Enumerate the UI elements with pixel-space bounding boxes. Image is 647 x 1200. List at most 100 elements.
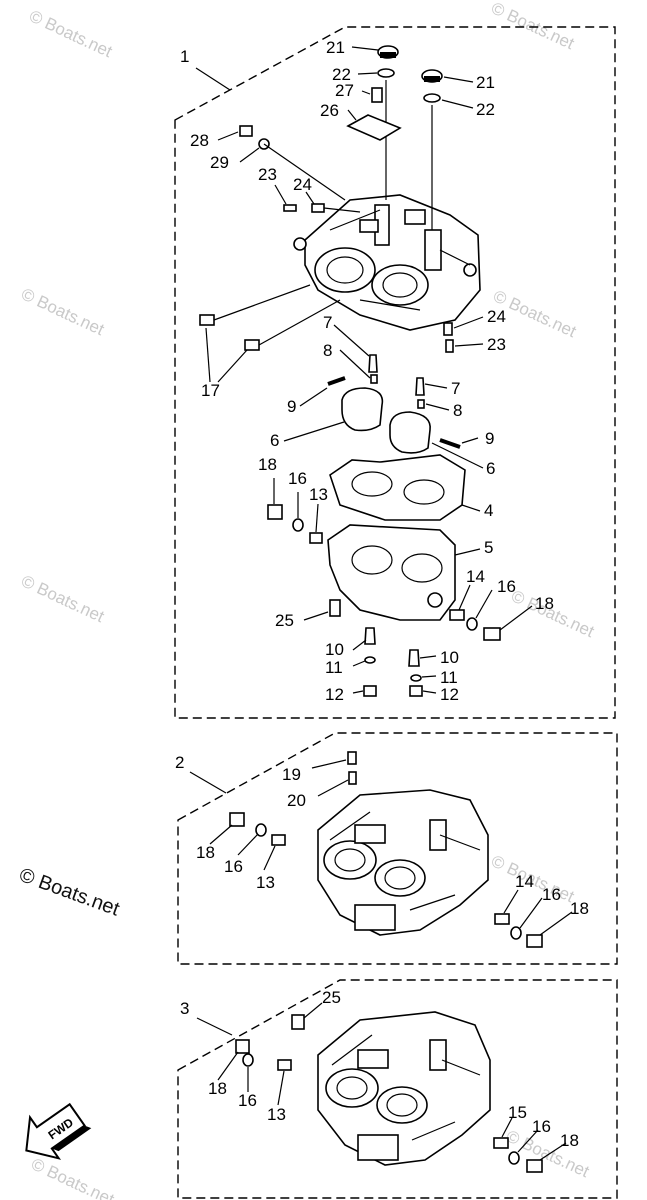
needle-valve-7-left [368, 354, 378, 373]
callout-21: 21 [476, 73, 495, 92]
callout-18: 18 [208, 1079, 227, 1098]
jet-13-g2 [271, 834, 286, 846]
needle-valve-7-right [415, 377, 425, 396]
watermark: © Boats.net [26, 6, 115, 61]
drain-screw-25 [329, 599, 341, 617]
carburetor-assembly-2 [317, 789, 489, 936]
leaders-group-3 [217, 1002, 567, 1161]
callout-7: 7 [451, 379, 460, 398]
callout-4: 4 [484, 501, 493, 520]
fitting-17-a [199, 314, 215, 326]
washer-16-g2-right [510, 926, 522, 940]
assembly-group-3: 3 25 18 16 [177, 979, 618, 1199]
bolt-18-g3-left [235, 1039, 250, 1054]
leaders-group-1 [205, 46, 533, 694]
callout-29: 29 [210, 153, 229, 172]
screw-19 [347, 751, 357, 765]
callout-25: 25 [322, 988, 341, 1007]
jet-13-left [309, 532, 323, 544]
group-2-boundary [177, 732, 618, 965]
callout-23: 23 [487, 335, 506, 354]
callout-16: 16 [288, 469, 307, 488]
callout-8: 8 [323, 341, 332, 360]
group-label-3: 3 [180, 999, 189, 1018]
plug-12-right [409, 685, 423, 697]
callout-26: 26 [320, 101, 339, 120]
callout-7: 7 [323, 313, 332, 332]
group-label-1: 1 [180, 47, 189, 66]
callout-19: 19 [282, 765, 301, 784]
assembly-group-1: 1 [174, 26, 616, 719]
fwd-arrow-icon: FWD [25, 1102, 92, 1160]
callout-8: 8 [453, 401, 462, 420]
washer-16-g2-left [255, 823, 267, 837]
callout-27: 27 [335, 81, 354, 100]
callout-16: 16 [542, 885, 561, 904]
callout-21: 21 [326, 38, 345, 57]
washer-16-left [292, 518, 304, 532]
bolt-18-g2-right [526, 934, 543, 948]
watermark: © Boats.net [28, 1154, 117, 1200]
plug-14-g2 [494, 913, 510, 925]
plug-12-left [363, 685, 377, 697]
plug-15-g3 [493, 1137, 509, 1149]
gasket-22-right [423, 93, 441, 103]
bolt-28 [239, 125, 253, 137]
callout-5: 5 [484, 538, 493, 557]
callout-16: 16 [224, 857, 243, 876]
pin-9-right [439, 438, 461, 449]
washer-16-g3-left [242, 1053, 254, 1067]
callout-22: 22 [332, 65, 351, 84]
screw-23-left [283, 204, 297, 212]
callout-16: 16 [532, 1117, 551, 1136]
spring-24-left [311, 203, 325, 213]
spring-24-right [443, 322, 453, 336]
callout-18: 18 [535, 594, 554, 613]
bolt-18-right [483, 627, 501, 641]
callout-22: 22 [476, 100, 495, 119]
group-1-boundary [174, 26, 616, 719]
watermark: © Boats.net [18, 571, 107, 626]
callout-11: 11 [325, 658, 343, 677]
callout-6: 6 [270, 431, 279, 450]
callout-13: 13 [309, 485, 328, 504]
drain-screw-25-g3 [291, 1014, 305, 1030]
float-6-right [389, 411, 431, 454]
callout-18: 18 [570, 899, 589, 918]
callout-25: 25 [275, 611, 294, 630]
pin-9-left [327, 376, 346, 386]
jet-13-g3 [277, 1059, 292, 1071]
callout-14: 14 [515, 872, 534, 891]
plug-14-right [449, 609, 465, 621]
clip-8-right [417, 399, 425, 409]
callout-13: 13 [267, 1105, 286, 1124]
gasket-22-left [377, 68, 395, 78]
bolt-18-g3-right [526, 1159, 543, 1173]
callout-18: 18 [258, 455, 277, 474]
group-3-boundary [177, 979, 618, 1199]
spring-20 [348, 771, 357, 785]
callout-16: 16 [497, 577, 516, 596]
callout-12: 12 [440, 685, 459, 704]
callout-6: 6 [486, 459, 495, 478]
oring-11-right [410, 674, 422, 682]
clip-8-left [370, 374, 378, 384]
assembly-group-2: 2 19 [175, 732, 618, 965]
callout-24: 24 [293, 175, 312, 194]
washer-16-right [466, 617, 478, 631]
bolt-18-left [267, 504, 283, 520]
callout-16: 16 [238, 1091, 257, 1110]
screw-27 [371, 87, 383, 103]
callout-23: 23 [258, 165, 277, 184]
callout-11: 11 [440, 668, 458, 687]
jet-10-right [408, 649, 420, 667]
jet-10-left [364, 627, 376, 645]
screw-23-right [445, 339, 454, 353]
watermark-dark: © Boats.net [16, 864, 122, 921]
callout-18: 18 [560, 1131, 579, 1150]
callout-17: 17 [201, 381, 220, 400]
callout-24: 24 [487, 307, 506, 326]
bolt-18-g2-left [229, 812, 245, 827]
plug-21-left [377, 45, 399, 59]
